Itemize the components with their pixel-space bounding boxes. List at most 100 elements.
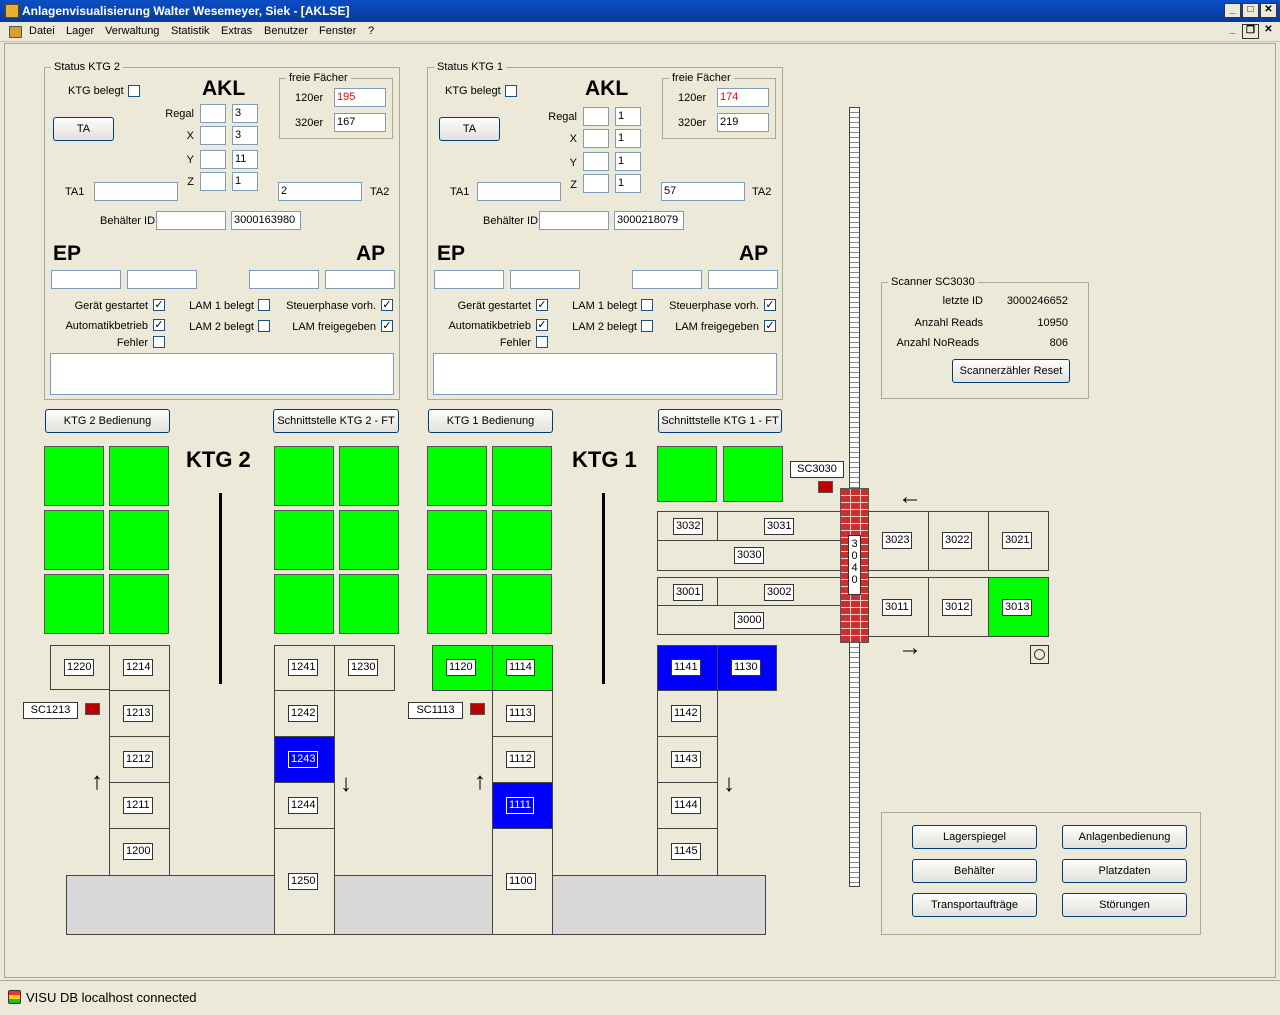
regal-target-input[interactable] (583, 107, 609, 126)
ta1-input[interactable] (477, 182, 561, 201)
place-cell[interactable]: 1220 (50, 645, 110, 690)
place-cell[interactable]: 3012 (928, 577, 989, 637)
f120-input[interactable]: 195 (334, 88, 386, 107)
rack-slot[interactable] (44, 510, 104, 570)
ta-button[interactable]: TA (53, 117, 114, 141)
steuerphase-checkbox[interactable]: ✓ (381, 299, 393, 311)
ap-input-1[interactable] (632, 270, 702, 289)
place-cell[interactable]: 1112 (492, 736, 553, 783)
place-cell-selected[interactable]: 1243 (274, 736, 335, 783)
place-cell[interactable]: 1100 (492, 828, 553, 935)
place-cell[interactable]: 1230 (334, 645, 395, 691)
menu-extras[interactable]: Extras (221, 25, 253, 37)
place-cell-occupied[interactable]: 1114 (492, 645, 553, 691)
rack-slot[interactable] (657, 446, 717, 502)
place-cell[interactable]: 1214 (109, 645, 170, 691)
window-close-button[interactable]: ✕ (1260, 3, 1277, 18)
ta2-input[interactable]: 2 (278, 182, 362, 201)
message-textarea[interactable] (50, 353, 394, 395)
schnittstelle-ktg2-button[interactable]: Schnittstelle KTG 2 - FT (273, 409, 399, 433)
menu-statistik[interactable]: Statistik (171, 25, 210, 37)
menu-help[interactable]: ? (368, 25, 375, 37)
place-cell[interactable]: 3031 (717, 511, 841, 541)
regal-target-input[interactable] (200, 104, 226, 123)
rack-slot[interactable] (274, 446, 334, 506)
rack-slot[interactable] (723, 446, 783, 502)
z-target-input[interactable] (583, 174, 609, 193)
place-cell-selected[interactable]: 1141 (657, 645, 718, 691)
ep-input-1[interactable] (434, 270, 504, 289)
rack-slot[interactable] (339, 446, 399, 506)
place-cell[interactable]: 1241 (274, 645, 335, 691)
lam1-belegt-checkbox[interactable] (258, 299, 270, 311)
ep-input-1[interactable] (51, 270, 121, 289)
z-value-input[interactable]: 1 (232, 172, 258, 191)
ktg-belegt-checkbox[interactable] (128, 85, 140, 97)
lagerspiegel-button[interactable]: Lagerspiegel (912, 825, 1037, 849)
place-cell[interactable]: 1213 (109, 690, 170, 737)
f320-input[interactable]: 219 (717, 113, 769, 132)
y-target-input[interactable] (583, 152, 609, 171)
sensor-box[interactable] (1030, 645, 1049, 664)
place-cell[interactable]: 3023 (868, 511, 929, 571)
x-value-input[interactable]: 1 (615, 129, 641, 148)
transportauftraege-button[interactable]: Transportaufträge (912, 893, 1037, 917)
lam1-belegt-checkbox[interactable] (641, 299, 653, 311)
ep-input-2[interactable] (510, 270, 580, 289)
x-value-input[interactable]: 3 (232, 126, 258, 145)
rack-slot[interactable] (427, 574, 487, 634)
window-maximize-button[interactable]: □ (1242, 3, 1259, 18)
ap-input-1[interactable] (249, 270, 319, 289)
place-cell[interactable]: 3001 (657, 577, 718, 606)
place-cell[interactable]: 1200 (109, 828, 170, 876)
ap-input-2[interactable] (708, 270, 778, 289)
place-cell-selected[interactable]: 1130 (717, 645, 777, 691)
steuerphase-checkbox[interactable]: ✓ (764, 299, 776, 311)
menu-verwaltung[interactable]: Verwaltung (105, 25, 160, 37)
rack-slot[interactable] (339, 510, 399, 570)
menu-lager[interactable]: Lager (66, 25, 95, 37)
ap-input-2[interactable] (325, 270, 395, 289)
place-cell[interactable]: 1142 (657, 690, 718, 737)
place-cell[interactable]: 3011 (868, 577, 929, 637)
scanner-reset-button[interactable]: Scannerzähler Reset (952, 359, 1070, 383)
place-cell[interactable]: 3032 (657, 511, 718, 541)
fehler-checkbox[interactable] (536, 336, 548, 348)
menu-benutzer[interactable]: Benutzer (264, 25, 309, 37)
mdi-child-icon[interactable] (9, 26, 22, 38)
platzdaten-button[interactable]: Platzdaten (1062, 859, 1187, 883)
fehler-checkbox[interactable] (153, 336, 165, 348)
regal-value-input[interactable]: 1 (615, 107, 641, 126)
place-cell[interactable]: 1143 (657, 736, 718, 783)
mdi-restore-button[interactable]: ❐ (1242, 24, 1259, 39)
rack-slot[interactable] (492, 574, 552, 634)
z-target-input[interactable] (200, 172, 226, 191)
place-cell[interactable]: 3030 (657, 540, 841, 571)
menu-fenster[interactable]: Fenster (319, 25, 357, 37)
place-cell-selected[interactable]: 1111 (492, 782, 553, 829)
place-cell[interactable]: 3002 (717, 577, 841, 606)
anlagenbedienung-button[interactable]: Anlagenbedienung (1062, 825, 1187, 849)
ta2-input[interactable]: 57 (661, 182, 745, 201)
stoerungen-button[interactable]: Störungen (1062, 893, 1187, 917)
place-cell[interactable]: 1145 (657, 828, 718, 876)
place-cell-occupied[interactable]: 3013 (988, 577, 1049, 637)
behaelter-id-value[interactable]: 3000218079 (614, 211, 684, 230)
rack-slot[interactable] (274, 574, 334, 634)
place-cell[interactable]: 1212 (109, 736, 170, 783)
mdi-minimize-button[interactable]: _ (1229, 24, 1236, 35)
ktg-belegt-checkbox[interactable] (505, 85, 517, 97)
lam-freigegeben-checkbox[interactable]: ✓ (381, 320, 393, 332)
ktg1-bedienung-button[interactable]: KTG 1 Bedienung (428, 409, 553, 433)
place-cell[interactable]: 3022 (928, 511, 989, 571)
place-cell[interactable]: 1113 (492, 690, 553, 737)
message-textarea[interactable] (433, 353, 777, 395)
automatikbetrieb-checkbox[interactable]: ✓ (153, 319, 165, 331)
ta-button[interactable]: TA (439, 117, 500, 141)
rack-slot[interactable] (274, 510, 334, 570)
behaelter-id-input[interactable] (156, 211, 226, 230)
ep-input-2[interactable] (127, 270, 197, 289)
window-minimize-button[interactable]: _ (1224, 3, 1241, 18)
lam2-belegt-checkbox[interactable] (258, 320, 270, 332)
behaelter-button[interactable]: Behälter (912, 859, 1037, 883)
